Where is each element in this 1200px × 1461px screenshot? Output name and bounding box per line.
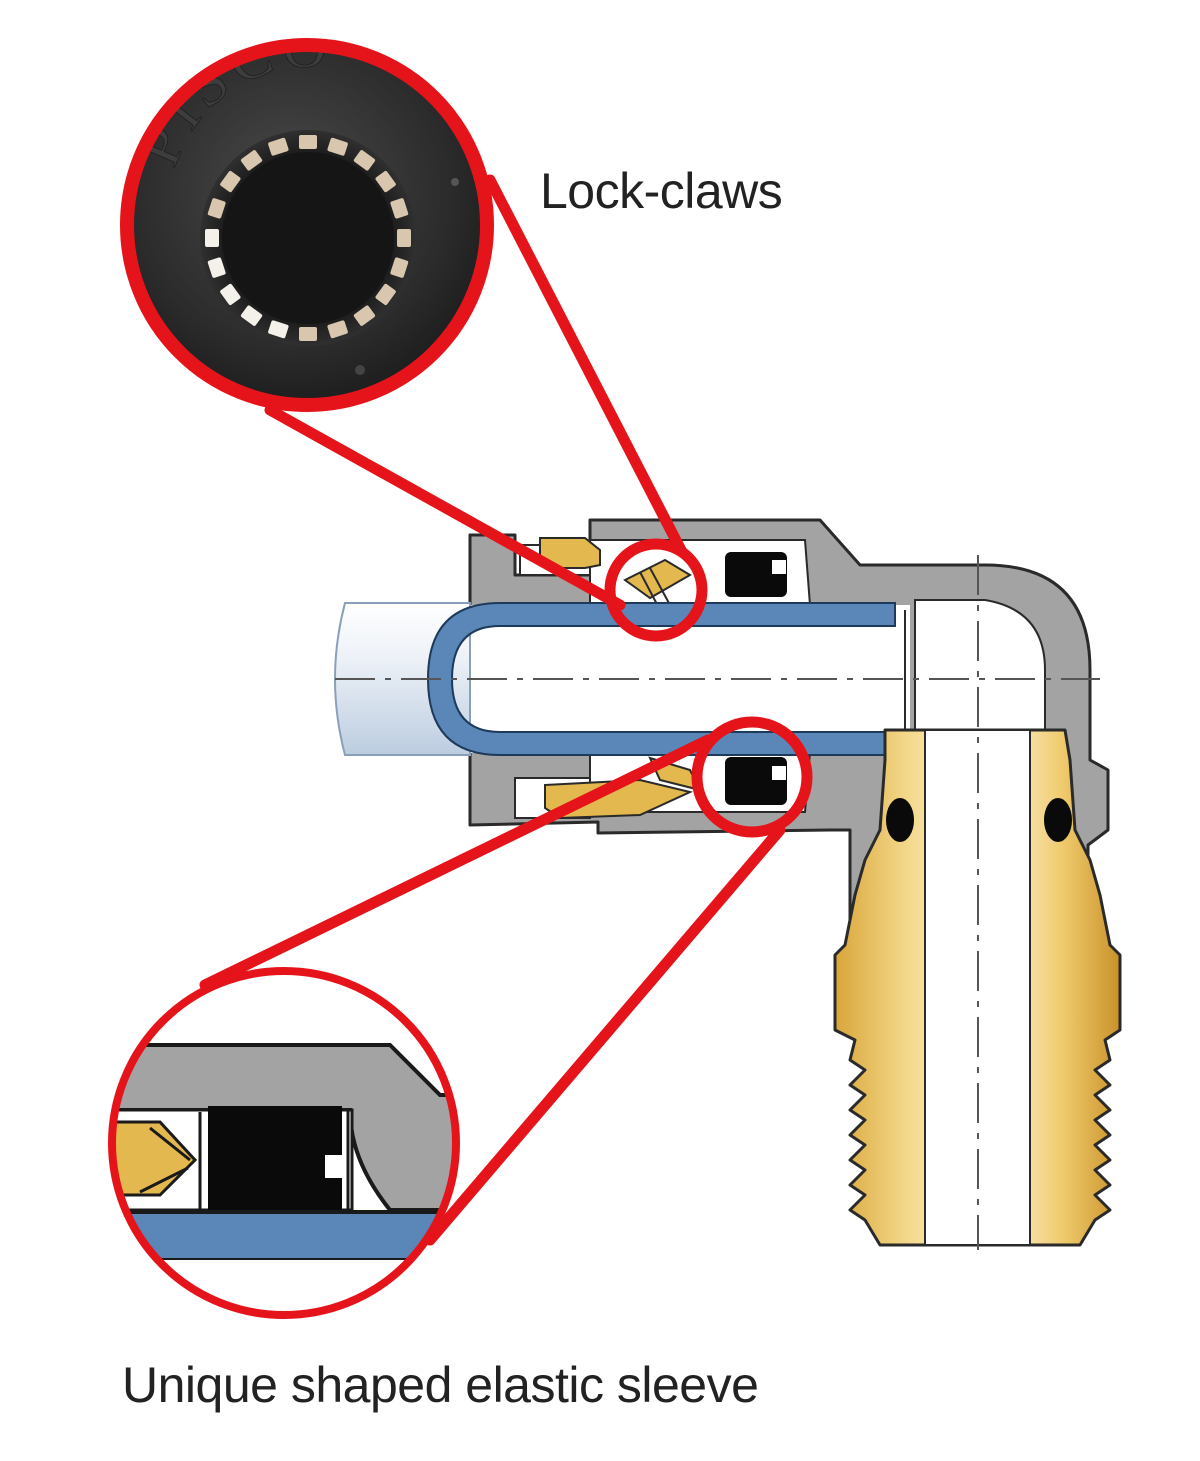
claw-tooth [207, 198, 226, 219]
claw-tooth [240, 305, 263, 326]
claw-tooth [207, 257, 226, 278]
claw-tooth [268, 137, 289, 156]
o-ring-right [1044, 798, 1072, 842]
claw-tooth [205, 229, 219, 247]
claw-tooth [240, 150, 263, 171]
claw-tooth [375, 283, 396, 306]
elastic-sleeve [208, 1106, 342, 1210]
claw-tooth [397, 229, 411, 247]
callout-lines [199, 174, 786, 1246]
claw-tooth [299, 327, 317, 341]
claw-tooth [390, 198, 409, 219]
claw-tooth [220, 283, 241, 306]
fitting-face-photo: PISCO [120, 38, 494, 412]
tube-wall [426, 602, 896, 756]
lock-claw-teeth [205, 135, 411, 341]
lock-claw-highlight-ring [604, 538, 708, 642]
claw-tooth [353, 150, 376, 171]
sleeve-highlight-ring [691, 716, 813, 838]
claw-tooth [353, 305, 376, 326]
claw-tooth [327, 137, 348, 156]
claw-tooth [299, 135, 317, 149]
claw-tooth [220, 170, 241, 193]
seal-bottom [725, 757, 787, 805]
claw-tooth [268, 320, 289, 339]
sleeve-section-zoom [108, 967, 460, 1319]
o-ring-left [886, 798, 914, 842]
claw-tooth [375, 170, 396, 193]
release-sleeve-bottom [544, 778, 694, 820]
seal-top [725, 552, 787, 597]
lock-claws-label: Lock-claws [540, 163, 783, 219]
elastic-sleeve-label: Unique shaped elastic sleeve [122, 1357, 759, 1413]
claw-tooth [390, 257, 409, 278]
claw-tooth [327, 320, 348, 339]
